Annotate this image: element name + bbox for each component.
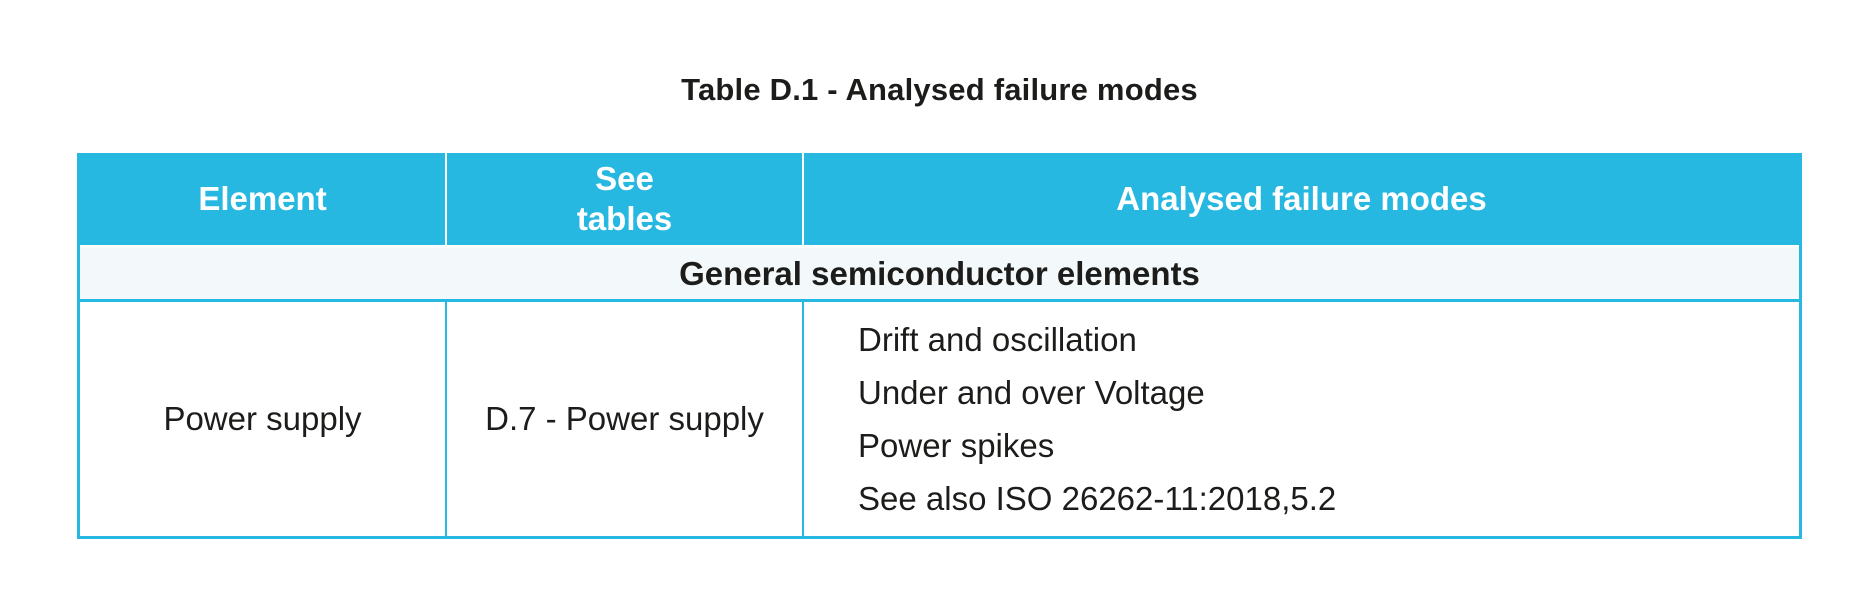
failure-modes-table: Element See tables Analysed failure mode… (77, 153, 1802, 539)
failure-mode-item: Power spikes (858, 427, 1055, 464)
column-header-failure-modes: Analysed failure modes (802, 153, 1799, 245)
cell-element: Power supply (80, 302, 445, 536)
section-header-label: General semiconductor elements (679, 254, 1200, 292)
failure-mode-item: Under and over Voltage (858, 374, 1205, 411)
table-caption: Table D.1 - Analysed failure modes (681, 72, 1198, 107)
failure-mode-item: See also ISO 26262-11:2018,5.2 (858, 480, 1337, 517)
column-header-see-tables-line1: See (595, 160, 654, 197)
table-row: Power supply D.7 - Power supply Drift an… (80, 302, 1799, 536)
column-header-failure-modes-label: Analysed failure modes (1116, 180, 1487, 217)
column-header-element-label: Element (198, 180, 327, 217)
column-header-see-tables: See tables (445, 153, 802, 245)
section-header-row: General semiconductor elements (80, 245, 1799, 302)
cell-failure-modes: Drift and oscillation Under and over Vol… (802, 302, 1799, 536)
failure-mode-item: Drift and oscillation (858, 321, 1137, 358)
column-header-element: Element (80, 153, 445, 245)
cell-see-tables: D.7 - Power supply (445, 302, 802, 536)
column-header-see-tables-line2: tables (576, 200, 673, 237)
cell-element-value: Power supply (163, 400, 362, 437)
cell-see-tables-value: D.7 - Power supply (485, 400, 764, 437)
table-header-row: Element See tables Analysed failure mode… (80, 153, 1799, 245)
